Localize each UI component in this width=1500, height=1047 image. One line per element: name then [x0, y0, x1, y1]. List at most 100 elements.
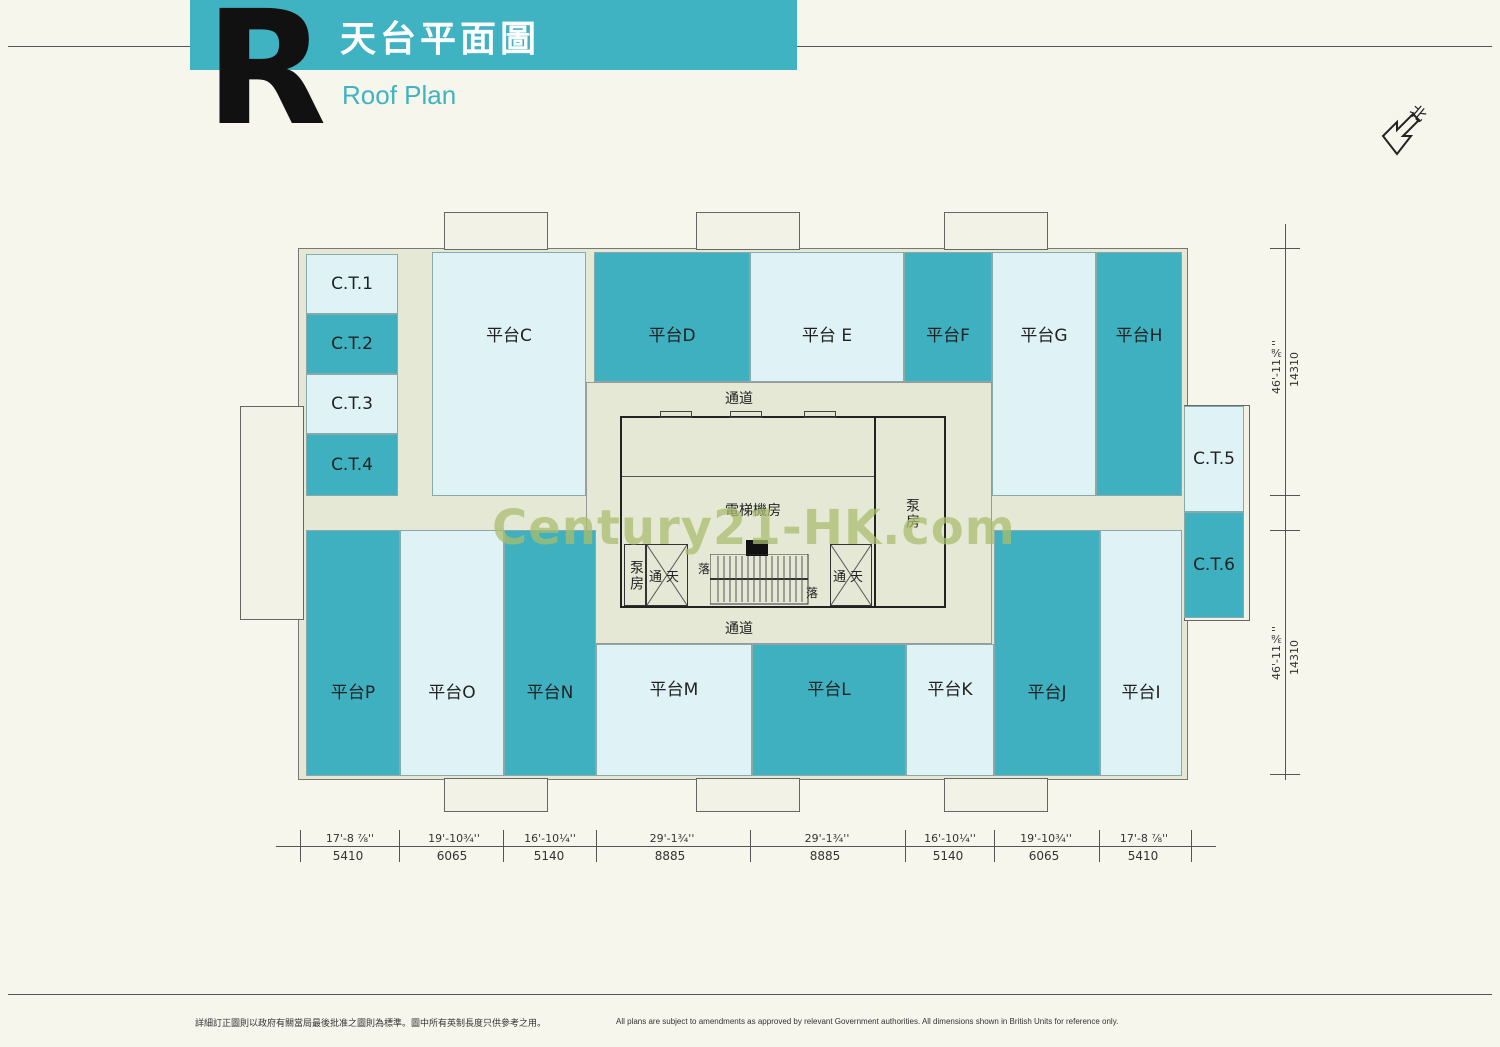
platform-o-label: 平台O — [428, 682, 476, 703]
bottom-rule — [8, 994, 1492, 995]
corridor-top-label: 通道 — [725, 391, 753, 407]
width-metric-8: 5410 — [1127, 849, 1159, 863]
dimension-line-horizontal — [276, 846, 1216, 847]
width-metric-7: 6065 — [1028, 849, 1060, 863]
height-upper-imperial: 46'-11⅜'' — [1270, 340, 1283, 395]
width-imperial-3: 16'-10¼'' — [524, 832, 576, 845]
platform-e-label: 平台 E — [801, 326, 853, 346]
title-chinese: 天台平面圖 — [340, 19, 541, 60]
width-metric-1: 5410 — [332, 849, 364, 863]
dim-tick-2 — [503, 830, 504, 862]
dim-tick-4 — [750, 830, 751, 862]
dim-tick-5 — [905, 830, 906, 862]
title-english: Roof Plan — [342, 80, 457, 110]
height-upper-metric: 14310 — [1288, 352, 1301, 387]
dim-tick-6 — [994, 830, 995, 862]
lift-machine-room-label: 電梯機房 — [725, 503, 781, 519]
top-rule-right — [797, 46, 1492, 47]
dim-tick-7 — [1099, 830, 1100, 862]
pump-room-left — [624, 544, 646, 606]
platform-l: 平台L — [752, 644, 906, 776]
width-imperial-1: 17'-8 ⅞'' — [325, 832, 375, 845]
balcony-top-3 — [944, 212, 1048, 250]
platform-n-label: 平台N — [526, 682, 574, 703]
top-rule-left — [8, 46, 190, 47]
pump-room-right — [876, 416, 946, 608]
platform-j-label: 平台J — [1027, 682, 1067, 703]
width-metric-2: 6065 — [436, 849, 468, 863]
lift-room-divider — [622, 476, 874, 477]
width-imperial-4: 29'-1¾'' — [649, 832, 695, 845]
dim-tick-0 — [300, 830, 301, 862]
width-metric-4: 8885 — [654, 849, 686, 863]
light-well-right-label: 通天 — [833, 570, 868, 585]
light-well-left-label: 通天 — [649, 570, 684, 585]
balcony-bottom-2 — [696, 778, 800, 812]
platform-f: 平台F — [904, 252, 992, 382]
platform-e: 平台 E — [750, 252, 904, 382]
platform-j: 平台J — [994, 530, 1100, 776]
balcony-bottom-3 — [944, 778, 1048, 812]
width-metric-3: 5140 — [533, 849, 565, 863]
platform-p-label: 平台P — [330, 682, 376, 703]
platform-m-label: 平台M — [649, 680, 699, 700]
platform-m: 平台M — [596, 644, 752, 776]
platform-h: 平台H — [1096, 252, 1182, 496]
platform-h-label: 平台H — [1115, 326, 1163, 346]
platform-g-label: 平台G — [1020, 326, 1068, 346]
vdim-tick-1 — [1270, 495, 1300, 496]
platform-o: 平台O — [400, 530, 504, 776]
pump-room-left-label: 泵房 — [628, 560, 644, 592]
light-well-left — [646, 544, 688, 606]
footnote-chinese: 詳細訂正圖則以政府有關當局最後批准之圖則為標準。圖中所有英制長度只供參考之用。 — [195, 1019, 547, 1029]
dim-tick-3 — [596, 830, 597, 862]
width-imperial-6: 16'-10¼'' — [924, 832, 976, 845]
tank-ct6-label: C.T.6 — [1193, 555, 1235, 575]
balcony-bottom-1 — [444, 778, 548, 812]
stair-down-right-label: 落 — [806, 586, 819, 600]
vdim-tick-2 — [1270, 530, 1300, 531]
width-metric-6: 5140 — [932, 849, 964, 863]
section-letter: R — [205, 0, 327, 161]
balcony-top-2 — [696, 212, 800, 250]
platform-p: 平台P — [306, 530, 400, 776]
platform-f-label: 平台F — [926, 326, 970, 346]
light-well-right — [830, 544, 872, 606]
height-lower-imperial: 46'-11⅜'' — [1270, 626, 1283, 681]
pump-room-right-label: 泵房 — [904, 498, 920, 530]
tank-ct3-label: C.T.3 — [331, 394, 373, 414]
light-well-right-cross-icon — [831, 545, 871, 605]
vent-1 — [660, 411, 692, 418]
stair-down-left-label: 落 — [698, 562, 711, 576]
watermark: Century21-HK.com — [492, 500, 1016, 556]
tank-ct2: C.T.2 — [306, 314, 398, 374]
vdim-tick-0 — [1270, 248, 1300, 249]
tank-ct1-label: C.T.1 — [331, 274, 373, 294]
width-imperial-7: 19'-10¾'' — [1020, 832, 1072, 845]
platform-k: 平台K — [906, 644, 994, 776]
footnote-english: All plans are subject to amendments as a… — [616, 1017, 1119, 1026]
width-imperial-2: 19'-10¾'' — [428, 832, 480, 845]
tank-ct2-label: C.T.2 — [331, 334, 373, 354]
width-imperial-5: 29'-1¾'' — [804, 832, 850, 845]
vdim-tick-3 — [1270, 774, 1300, 775]
height-lower-metric: 14310 — [1288, 640, 1301, 675]
header-band — [190, 0, 797, 70]
platform-i: 平台I — [1100, 530, 1182, 776]
platform-i-label: 平台I — [1121, 682, 1161, 703]
platform-c: 平台C — [432, 252, 586, 496]
dimension-line-vertical — [1285, 224, 1286, 780]
dim-tick-1 — [399, 830, 400, 862]
tank-ct3: C.T.3 — [306, 374, 398, 434]
balcony-left — [240, 406, 304, 620]
tank-ct4-label: C.T.4 — [331, 455, 373, 475]
vent-2 — [730, 411, 762, 418]
platform-l-label: 平台L — [807, 680, 851, 700]
vent-3 — [804, 411, 836, 418]
north-arrow-icon — [1381, 112, 1421, 156]
tank-ct5-label: C.T.5 — [1193, 449, 1235, 469]
platform-d: 平台D — [594, 252, 750, 382]
tank-ct6: C.T.6 — [1184, 512, 1244, 618]
tank-ct1: C.T.1 — [306, 254, 398, 314]
